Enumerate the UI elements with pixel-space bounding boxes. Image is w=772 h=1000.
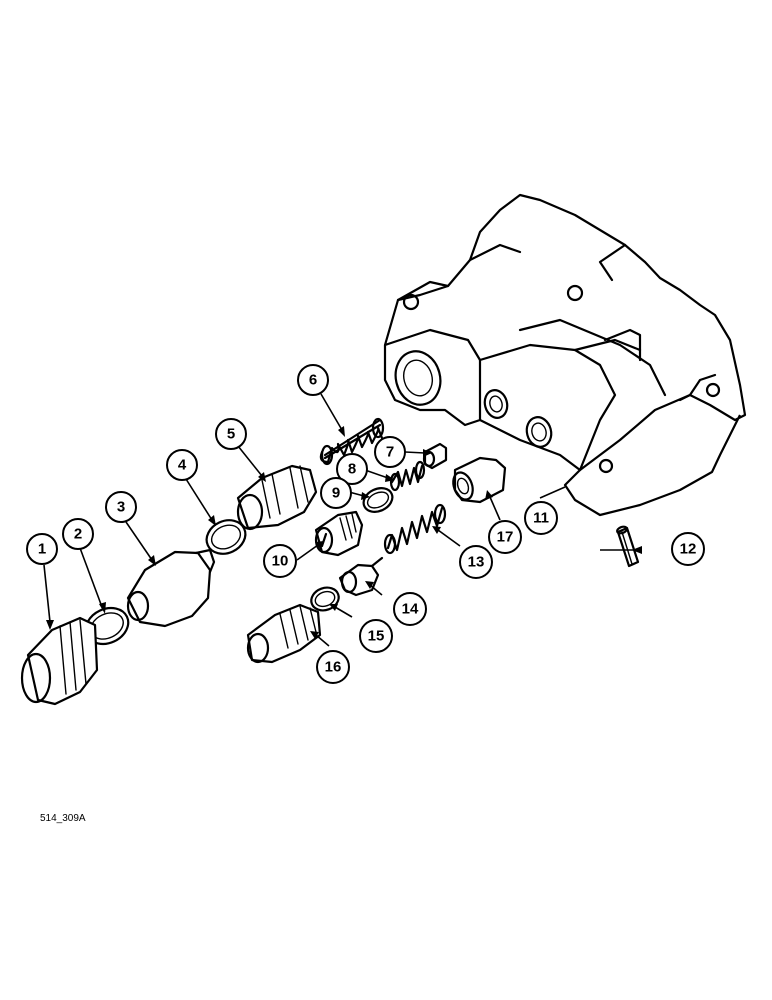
callout-label: 12 [680,541,697,558]
callout-10: 10 [263,544,297,578]
callout-label: 16 [325,659,342,676]
callout-label: 5 [227,426,235,443]
plug-icon [314,510,364,557]
callout-label: 10 [272,553,289,570]
valve-cap-icon [126,548,216,628]
figure-reference: 514_309A [40,813,86,824]
callout-label: 15 [368,628,385,645]
callout-14: 14 [393,592,427,626]
spring-icon [383,503,447,555]
o-ring-icon [362,487,394,513]
callout-label: 1 [38,541,46,558]
callout-5: 5 [215,418,247,450]
callout-7: 7 [374,436,406,468]
leader-lines [43,393,642,647]
callout-12: 12 [671,532,705,566]
spring-icon [319,417,385,466]
callout-label: 4 [178,457,187,474]
valve-seat-icon [236,464,318,531]
callout-13: 13 [459,545,493,579]
callout-8: 8 [336,453,368,485]
callout-label: 9 [332,485,340,502]
o-ring-icon [205,519,247,555]
callout-label: 8 [348,461,356,478]
callout-9: 9 [320,477,352,509]
poppet-icon [338,556,384,597]
plug-icon [20,616,99,706]
fitting-icon [246,603,322,664]
callout-label: 6 [309,372,317,389]
roll-pin-icon [616,525,640,568]
callout-label: 7 [386,444,394,461]
callout-17: 17 [488,520,522,554]
callout-label: 3 [117,499,125,516]
o-ring-icon [310,586,340,612]
callout-label: 14 [402,601,419,618]
callout-15: 15 [359,619,393,653]
callout-16: 16 [316,650,350,684]
poppet-icon [422,442,448,470]
callout-label: 17 [497,529,514,546]
callout-11: 11 [524,501,558,535]
callout-label: 11 [533,510,549,527]
callout-6: 6 [297,364,329,396]
valve-body-icon [383,193,747,517]
callout-label: 2 [74,526,82,543]
callout-4: 4 [166,449,198,481]
callout-1: 1 [26,533,58,565]
spring-icon [389,460,426,492]
callout-3: 3 [105,491,137,523]
callout-2: 2 [62,518,94,550]
sleeve-icon [452,456,507,504]
callout-label: 13 [468,554,485,571]
